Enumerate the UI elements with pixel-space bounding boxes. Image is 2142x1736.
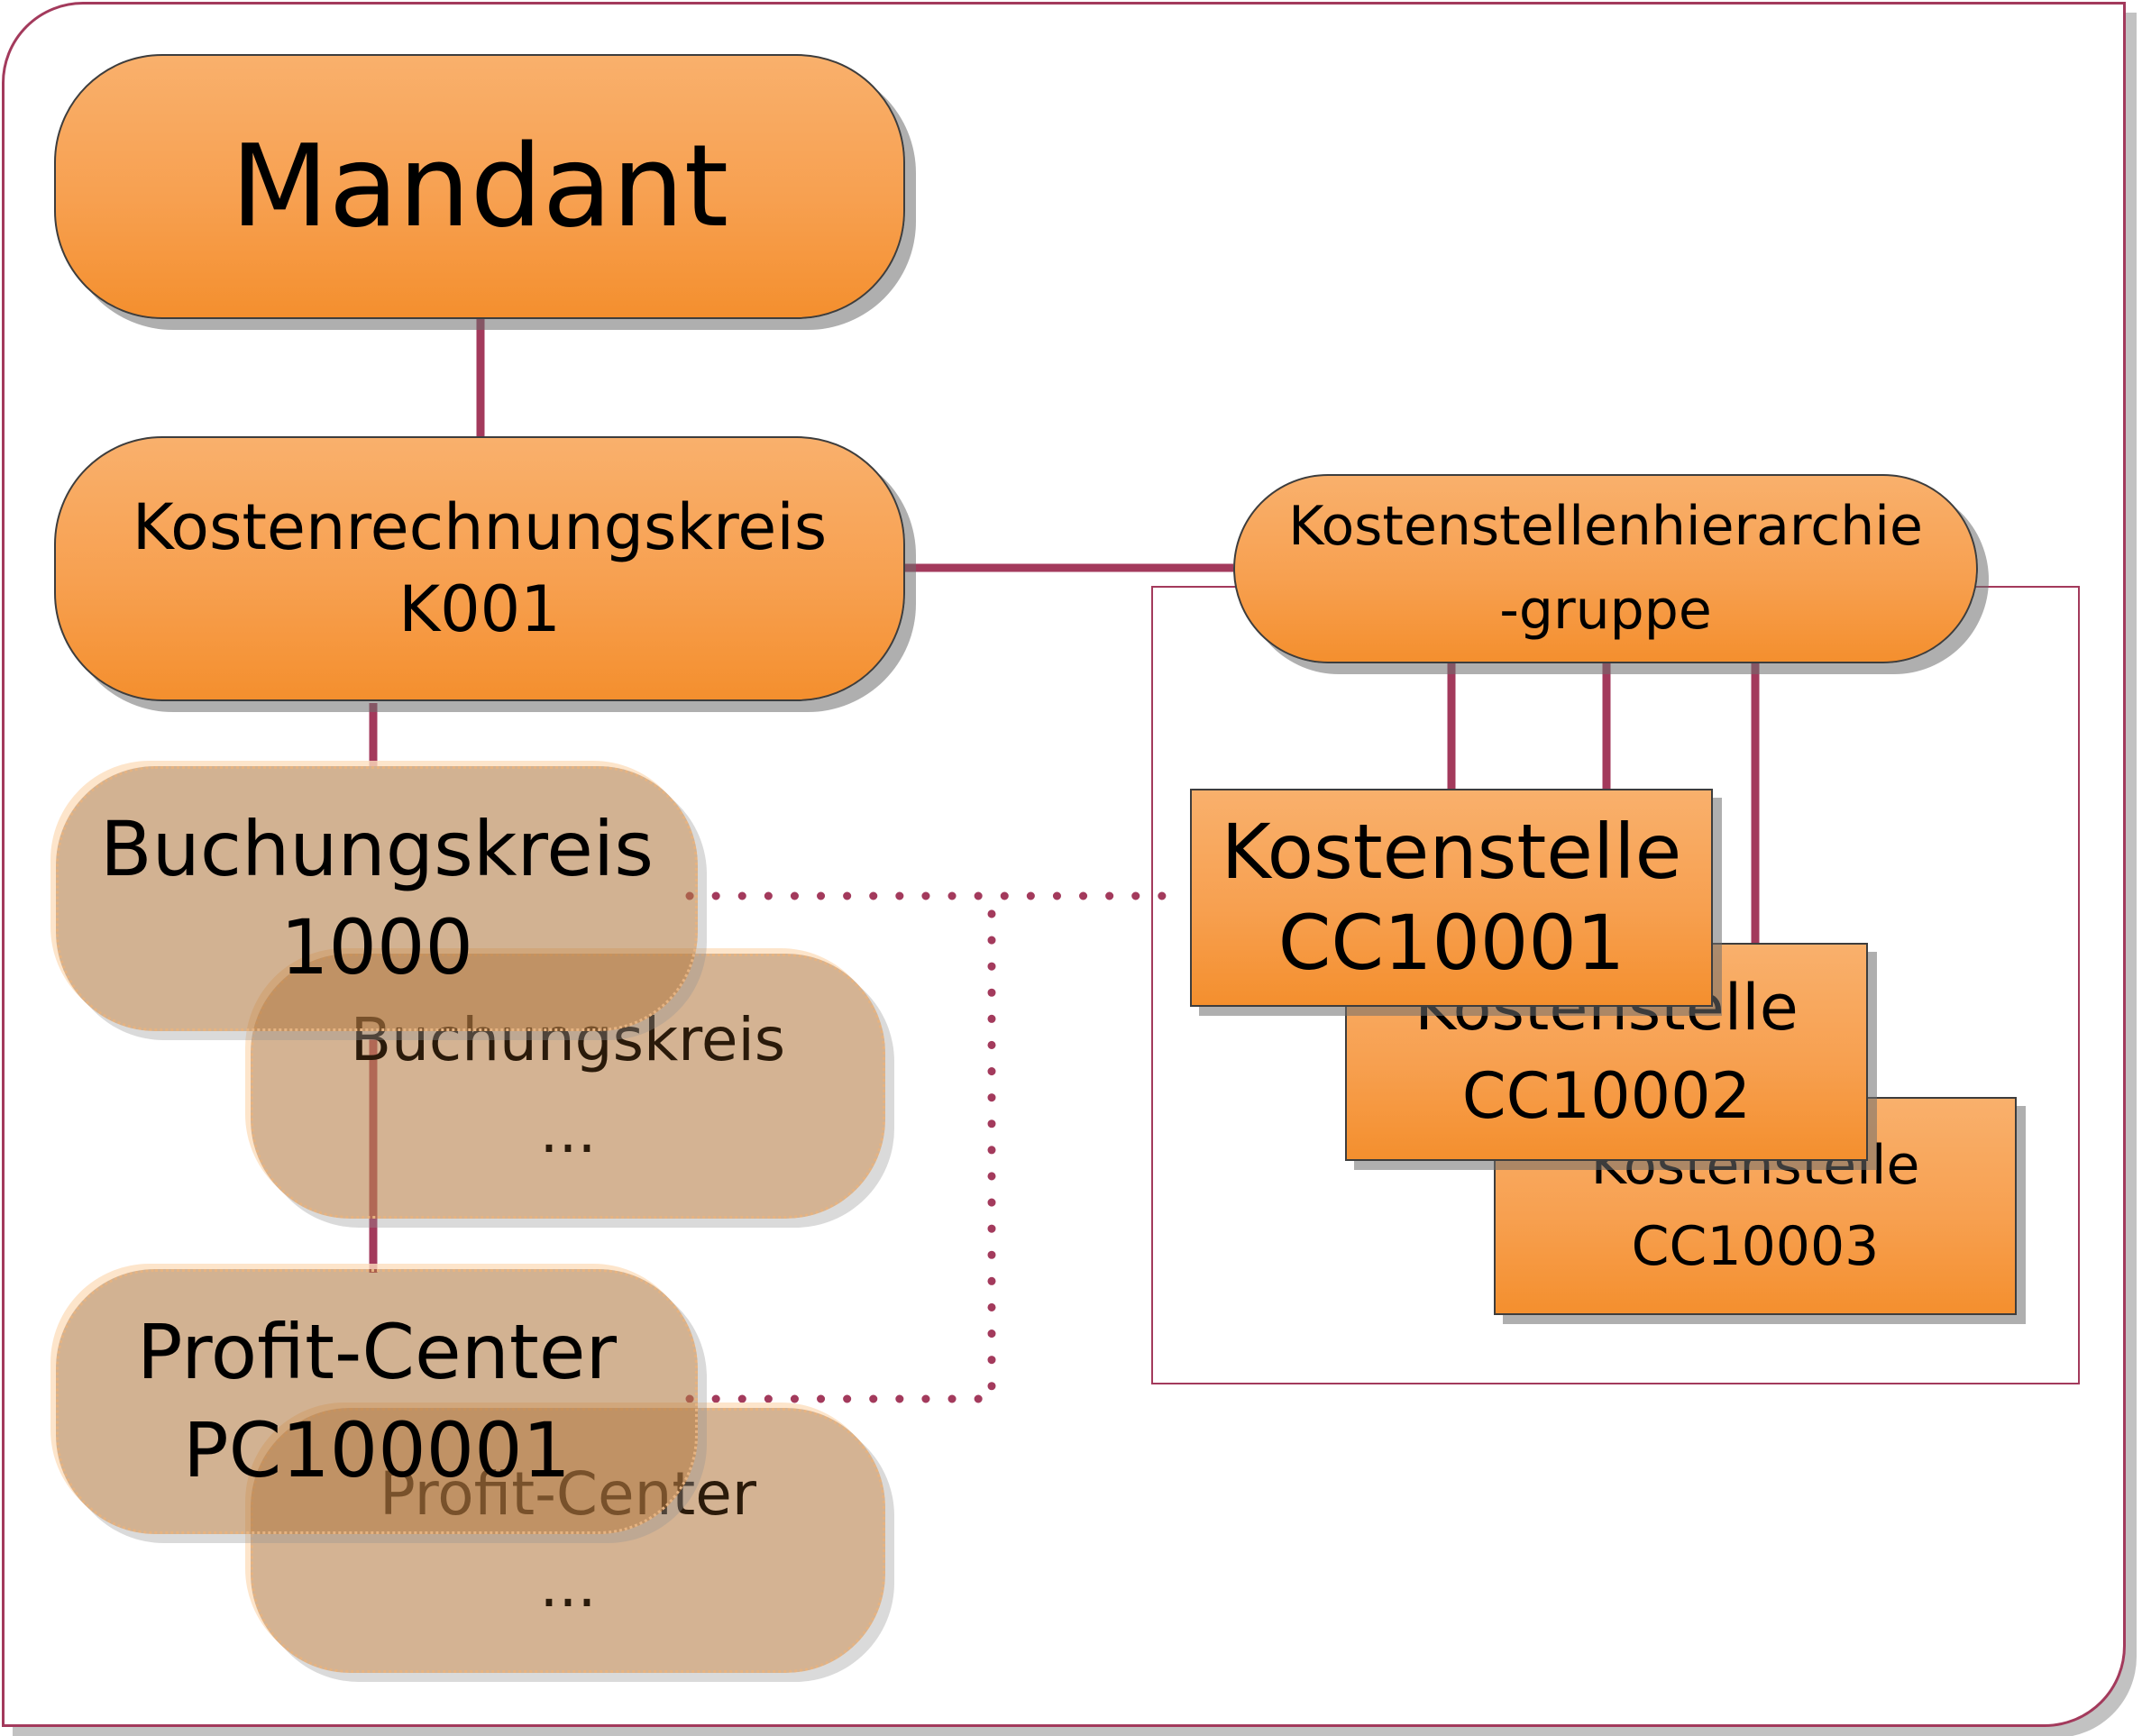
buchungskreis-title: Buchungskreis <box>100 804 654 893</box>
profitcenter-node: Profit-Center PC100001 <box>56 1269 698 1534</box>
kostenrechnungskreis-id: K001 <box>398 572 561 646</box>
kostenstellenhierarchie-node: Kostenstellenhierarchie -gruppe <box>1233 474 1978 663</box>
kostenstelle-cc10001-id: CC10001 <box>1277 899 1625 987</box>
mandant-label: Mandant <box>230 120 729 253</box>
kostenstelle-cc10001-node: Kostenstelle CC10001 <box>1190 789 1713 1007</box>
kostenstelle-cc10001-title: Kostenstelle <box>1221 808 1682 897</box>
kostenstelle-cc10002-id: CC10002 <box>1461 1059 1752 1133</box>
profitcenter-id: PC100001 <box>183 1406 571 1494</box>
kostenrechnungskreis-node: Kostenrechnungskreis K001 <box>54 436 905 701</box>
kostenstellenhierarchie-suffix: -gruppe <box>1499 579 1712 642</box>
kostenstellenhierarchie-title: Kostenstellenhierarchie <box>1288 495 1923 558</box>
kostenrechnungskreis-title: Kostenrechnungskreis <box>132 490 828 564</box>
buchungskreis-placeholder-ellipsis: ... <box>539 1097 597 1166</box>
profitcenter-title: Profit-Center <box>136 1307 618 1396</box>
profitcenter-placeholder-ellipsis: ... <box>539 1551 597 1621</box>
kostenstelle-cc10003-id: CC10003 <box>1631 1215 1880 1278</box>
buchungskreis-id: 1000 <box>280 903 473 991</box>
mandant-node: Mandant <box>54 54 905 319</box>
buchungskreis-node: Buchungskreis 1000 <box>56 766 698 1031</box>
